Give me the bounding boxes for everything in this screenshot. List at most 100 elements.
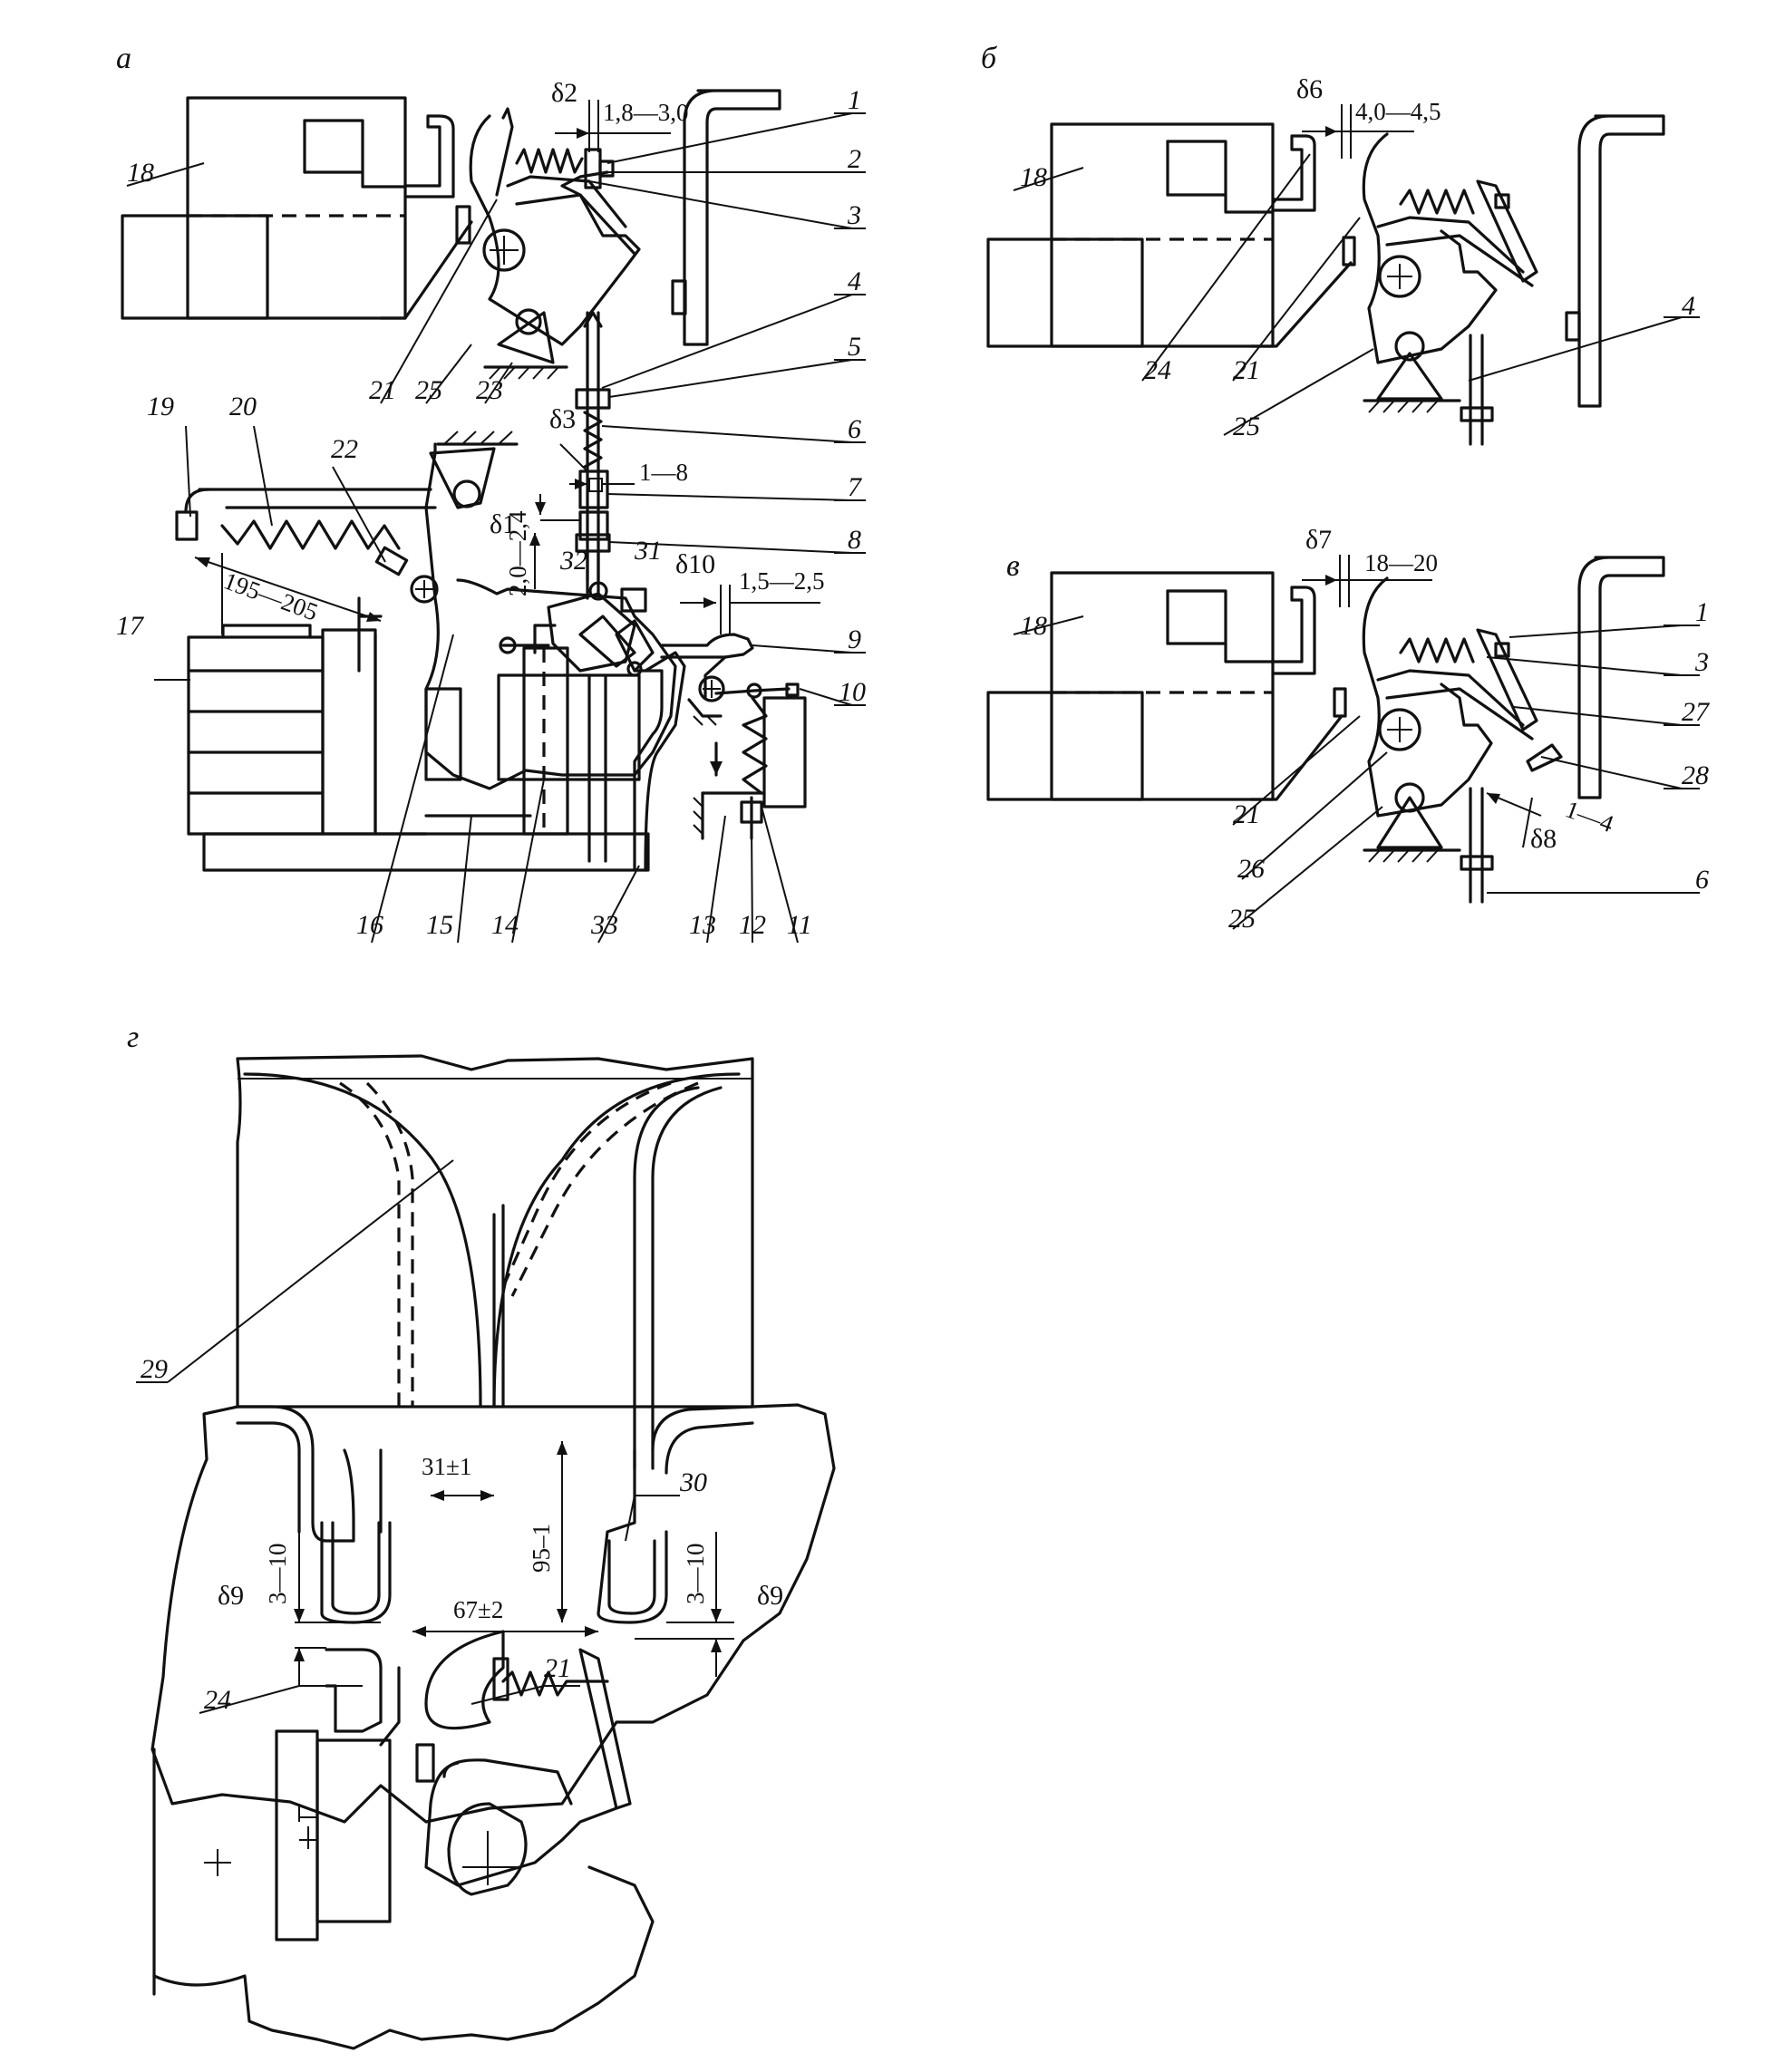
arc-chute-29: [236, 1054, 754, 1409]
label-a-15: 15: [426, 910, 453, 940]
dim-spring-length: 195—205: [220, 566, 322, 625]
relay-11: [762, 696, 807, 808]
label-v-28: 28: [1682, 760, 1709, 790]
panel-a: а: [116, 42, 866, 944]
moving-contact-v: [1362, 576, 1493, 818]
spring-20: [220, 519, 401, 550]
gap-d9-left: δ9: [218, 1581, 244, 1611]
label-a-22: 22: [331, 434, 358, 464]
label-a-17: 17: [116, 611, 145, 641]
label-a-2: 2: [848, 144, 861, 174]
label-a-16: 16: [356, 910, 383, 940]
label-a-23: 23: [476, 375, 503, 405]
panel-v: в δ7 18—20 δ8: [986, 525, 1711, 934]
label-a-25: 25: [415, 375, 442, 405]
dim-horn-gap: 31±1: [422, 1453, 471, 1480]
label-a-3: 3: [847, 200, 861, 230]
fixed-contact-bar: [683, 89, 781, 346]
dim-d10-range: 1,5—2,5: [739, 567, 825, 595]
label-b-18: 18: [1020, 162, 1047, 192]
label-v-1: 1: [1695, 597, 1709, 627]
label-a-21: 21: [369, 375, 396, 405]
label-a-18: 18: [127, 158, 154, 188]
label-a-13: 13: [689, 910, 716, 940]
label-b-24: 24: [1144, 355, 1171, 385]
gap-d3: δ3: [549, 404, 576, 434]
label-a-7: 7: [848, 472, 863, 502]
label-g-21: 21: [544, 1653, 571, 1683]
armature-frame: [424, 442, 677, 790]
dim-right-gap: 3—10: [682, 1544, 709, 1605]
dim-left-gap: 3—10: [264, 1544, 291, 1605]
label-a-4: 4: [848, 266, 861, 296]
dim-width: 67±2: [453, 1596, 503, 1623]
label-a-20: 20: [229, 392, 257, 421]
panel-g-title: г: [127, 1021, 139, 1054]
label-a-5: 5: [848, 332, 861, 362]
dim-d3-range: 1—8: [639, 459, 688, 486]
fixed-contact-24: [1271, 134, 1316, 212]
label-a-11: 11: [787, 910, 812, 940]
label-a-14: 14: [491, 910, 519, 940]
label-a-31: 31: [634, 536, 662, 566]
panel-g: г: [127, 1021, 836, 2050]
spring-v: [1399, 637, 1475, 663]
gap-d7: δ7: [1305, 525, 1332, 555]
label-v-26: 26: [1237, 854, 1265, 884]
label-v-21: 21: [1233, 799, 1260, 829]
panel-b-title: б: [981, 42, 998, 75]
label-b-25: 25: [1233, 411, 1260, 441]
dim-d2-range: 1,8—3,0: [603, 99, 689, 126]
contact-21: [424, 1630, 505, 1730]
label-v-6: 6: [1695, 865, 1709, 895]
label-b-21: 21: [1233, 355, 1260, 385]
arc-chute-block-18: [121, 96, 407, 320]
gap-d8: δ8: [1530, 824, 1557, 854]
moving-contact-lever: [469, 114, 641, 346]
label-a-19: 19: [147, 392, 174, 421]
dim-d8-range: 1—4: [1562, 795, 1617, 838]
dim-height: 95–1: [528, 1524, 555, 1573]
panel-b: б δ6 4,0—4,5: [981, 42, 1700, 446]
label-b-4: 4: [1682, 291, 1695, 321]
dim-d7-range: 18—20: [1364, 549, 1438, 576]
label-g-24: 24: [204, 1685, 231, 1715]
latch-31: [620, 587, 647, 613]
bracket-33: [633, 669, 664, 872]
panel-a-title: а: [116, 42, 131, 75]
label-v-3: 3: [1694, 647, 1709, 677]
label-g-30: 30: [679, 1467, 707, 1497]
spring-6: [583, 411, 603, 469]
contact-24: [325, 1648, 383, 1733]
label-v-25: 25: [1228, 904, 1256, 934]
contact-spring: [515, 148, 584, 174]
label-a-1: 1: [848, 85, 861, 115]
label-a-8: 8: [848, 525, 861, 555]
gap-d6: δ6: [1296, 74, 1323, 104]
pivot-21: [482, 228, 526, 272]
gap-d9-right: δ9: [757, 1581, 783, 1611]
gap-d2: δ2: [551, 78, 577, 108]
base-plate: [202, 832, 650, 872]
spring-13: [742, 696, 768, 795]
label-v-18: 18: [1020, 611, 1047, 641]
label-a-10: 10: [839, 677, 866, 707]
lower-housing: [150, 1403, 836, 1824]
label-v-27: 27: [1682, 697, 1711, 727]
fixed-contact: [403, 114, 455, 198]
label-a-6: 6: [848, 414, 861, 444]
label-a-12: 12: [739, 910, 766, 940]
gap-d1: δ1: [490, 509, 516, 539]
coil-17: [187, 624, 325, 836]
label-a-32: 32: [559, 546, 587, 576]
label-g-29: 29: [141, 1354, 168, 1384]
dim-d1-range: 2,0—2,4: [504, 510, 531, 596]
moving-contact-b: [1362, 132, 1498, 364]
panel-v-title: в: [1006, 549, 1020, 583]
label-a-9: 9: [848, 625, 861, 654]
dim-d6-range: 4,0—4,5: [1355, 98, 1441, 125]
gap-d10: δ10: [675, 549, 715, 579]
lever-9: [660, 633, 754, 659]
label-a-33: 33: [590, 910, 618, 940]
